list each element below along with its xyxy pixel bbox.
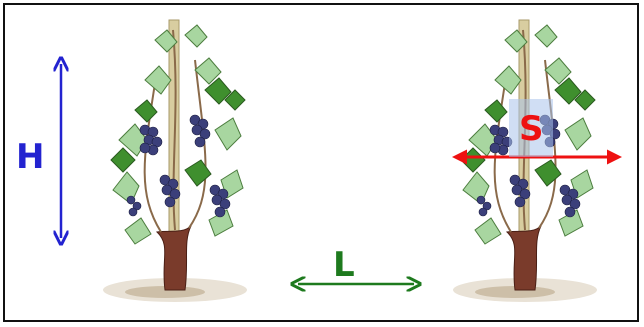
surface-label: S	[519, 112, 544, 146]
grapevine-right	[453, 20, 597, 302]
spacing-label: L	[333, 248, 355, 282]
grapevine-left	[103, 20, 247, 302]
height-label: H	[16, 140, 44, 174]
